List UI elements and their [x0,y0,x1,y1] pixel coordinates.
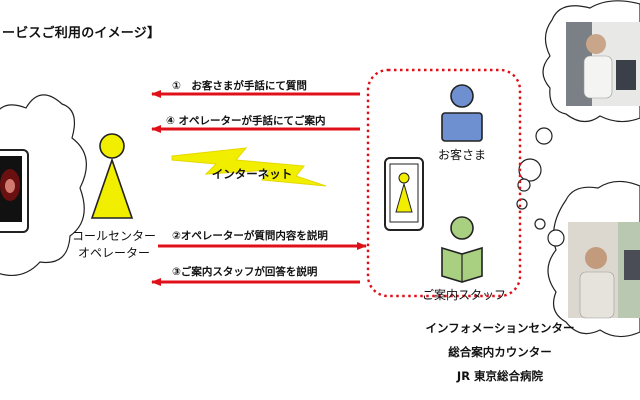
thought-bubble-dot [534,218,546,230]
location-tablet-icon [384,157,424,231]
thought-bubble-dot [547,229,565,247]
operator-label: コールセンター オペレーター [54,228,174,262]
customer-figure-icon [441,84,483,142]
operator-tablet-icon [0,149,29,233]
location-line-2: 総合案内カウンター [448,345,552,359]
operator-figure-icon [90,133,134,219]
location-line-3: JR 東京総合病院 [456,369,544,383]
thought-bubble-dot [535,127,553,145]
location-line-1: インフォメーションセンター [425,321,575,335]
internet-label: インターネット [211,167,293,181]
message-2-label: ②オペレーターが質問内容を説明 [172,230,328,242]
location-dotted-box [366,68,522,298]
operator-label-line-2: オペレーター [77,246,150,260]
message-3-label: ③ご案内スタッフが回答を説明 [172,266,318,278]
thought-bubble-dot [516,198,528,210]
staff-figure-icon [441,216,483,283]
operator-label-line-1: コールセンター [71,229,156,243]
photo-customer-signing [566,22,640,106]
staff-label: ご案内スタッフ [422,288,507,302]
message-1-label: ① お客さまが手話にて質問 [172,80,307,92]
message-4-label: ④ オペレーターが手話にてご案内 [166,115,326,127]
customer-label: お客さま [438,148,487,162]
page-heading: ービスご利用のイメージ】 [2,26,161,41]
photo-staff-signing [568,222,640,319]
internet-lightning-icon [171,147,327,187]
thought-bubble-dot [518,158,542,182]
